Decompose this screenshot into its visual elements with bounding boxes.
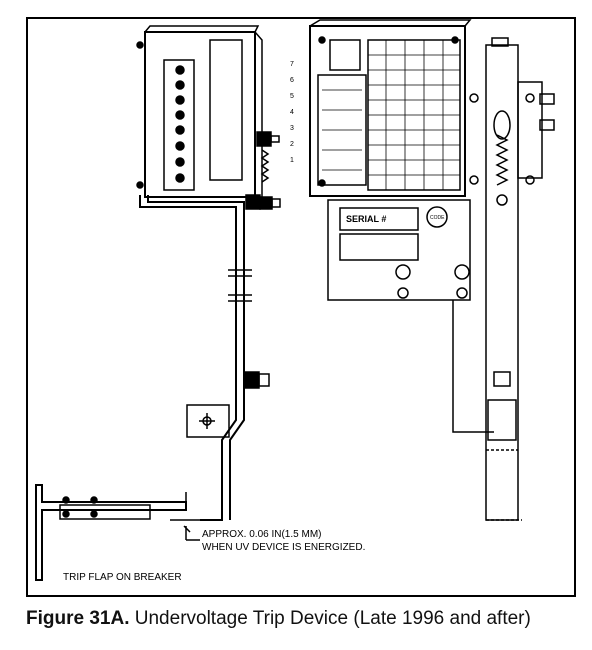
terminal-block (175, 65, 185, 183)
trip-flap (35, 484, 200, 581)
trip-flap-label: TRIP FLAP ON BREAKER (63, 572, 182, 583)
code-label: CODE (430, 215, 445, 221)
figure-caption: Figure 31A. Undervoltage Trip Device (La… (26, 608, 531, 630)
serial-label: SERIAL # (346, 214, 386, 224)
scale-number: 6 (290, 77, 294, 84)
scale-number: 7 (290, 61, 294, 68)
uv-device-box (136, 25, 263, 202)
scale-number: 1 (290, 157, 294, 164)
scale-number: 5 (290, 93, 294, 100)
diagram-frame (26, 17, 576, 597)
serial-plate (327, 199, 494, 433)
scale-number: 4 (290, 109, 294, 116)
scale-numbers: 7 6 5 4 3 2 1 (290, 61, 294, 164)
approx-label: APPROX. 0.06 IN(1.5 MM) (202, 529, 321, 540)
approx-dimension-leader (185, 526, 200, 541)
scale-number: 3 (290, 125, 294, 132)
mounting-bracket (139, 195, 270, 521)
figure-number: Figure 31A. (26, 608, 130, 629)
mounting-screws (245, 131, 281, 210)
control-module (309, 19, 472, 197)
figure-title: Undervoltage Trip Device (Late 1996 and … (134, 608, 531, 629)
energized-label: WHEN UV DEVICE IS ENERGIZED. (202, 542, 365, 553)
actuator-bar (469, 37, 555, 521)
scale-number: 2 (290, 141, 294, 148)
